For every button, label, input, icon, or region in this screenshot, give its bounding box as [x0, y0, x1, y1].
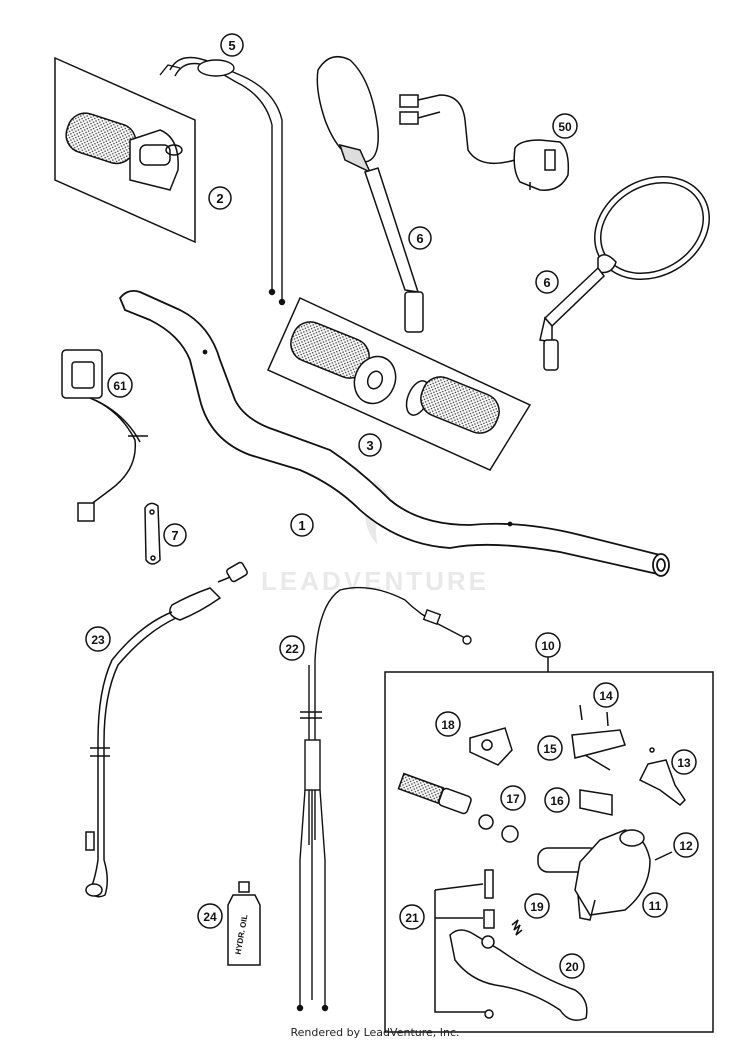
svg-text:16: 16: [550, 794, 564, 808]
callout-6a: 6: [408, 226, 432, 250]
callout-19: 19: [524, 893, 550, 919]
svg-text:24: 24: [203, 910, 217, 924]
part-mirror-right: [539, 175, 710, 371]
footer-credit: Rendered by LeadVenture, Inc.: [290, 1026, 460, 1039]
svg-text:2: 2: [216, 191, 223, 206]
callout-12: 12: [673, 832, 699, 858]
svg-text:3: 3: [366, 438, 373, 453]
callout-17: 17: [500, 785, 526, 811]
svg-text:50: 50: [558, 120, 572, 134]
svg-text:5: 5: [228, 38, 235, 53]
callout-6b: 6: [535, 270, 559, 294]
part-hydraulic-oil-bottle: HYDR. OIL: [227, 881, 261, 966]
svg-text:17: 17: [506, 792, 520, 806]
part-grip-set: [267, 296, 532, 471]
callout-23: 23: [85, 626, 111, 652]
svg-text:6: 6: [416, 231, 423, 246]
part-handlebar: [118, 289, 670, 577]
callout-11: 11: [642, 892, 668, 918]
callouts: 5 2 6 50 6 61 3 7 1 23 22 10 14 18 15 13…: [85, 33, 699, 979]
callout-10: 10: [535, 632, 561, 658]
callout-16: 16: [544, 787, 570, 813]
part-throttle-cables: [159, 56, 286, 306]
svg-text:20: 20: [565, 960, 579, 974]
svg-text:10: 10: [541, 639, 555, 653]
part-master-cylinder-assembly: [384, 657, 714, 1033]
callout-22: 22: [279, 635, 305, 661]
part-clutch-hose: [85, 561, 248, 898]
callout-2: 2: [208, 186, 232, 210]
svg-text:23: 23: [91, 633, 105, 647]
callout-18: 18: [435, 711, 461, 737]
watermark-text: LEADVENTURE: [261, 566, 489, 596]
callout-14: 14: [593, 682, 619, 708]
part-mirror-left: [316, 55, 424, 333]
svg-text:1: 1: [298, 518, 305, 533]
svg-text:14: 14: [599, 689, 613, 703]
svg-text:6: 6: [543, 275, 550, 290]
callout-61: 61: [107, 372, 133, 398]
svg-text:12: 12: [679, 839, 693, 853]
svg-text:15: 15: [543, 742, 557, 756]
svg-text:18: 18: [441, 718, 455, 732]
callout-1: 1: [290, 513, 314, 537]
part-kill-switch: [61, 349, 148, 522]
callout-3: 3: [358, 433, 382, 457]
callout-21: 21: [399, 904, 425, 930]
callout-20: 20: [559, 953, 585, 979]
svg-text:21: 21: [405, 911, 419, 925]
part-switch-assembly: [399, 94, 570, 191]
part-throttle-grip-assembly: [54, 56, 196, 244]
callout-13: 13: [671, 749, 697, 775]
svg-text:7: 7: [171, 528, 178, 543]
svg-text:22: 22: [285, 642, 299, 656]
svg-text:19: 19: [530, 900, 544, 914]
svg-text:61: 61: [113, 379, 127, 393]
svg-text:13: 13: [677, 756, 691, 770]
svg-text:11: 11: [649, 899, 662, 913]
part-strap: [144, 502, 161, 565]
callout-50: 50: [552, 113, 578, 139]
part-clutch-cable: [296, 586, 472, 1012]
callout-5: 5: [220, 33, 244, 57]
callout-7: 7: [163, 523, 187, 547]
callout-15: 15: [537, 735, 563, 761]
callout-24: 24: [197, 903, 223, 929]
